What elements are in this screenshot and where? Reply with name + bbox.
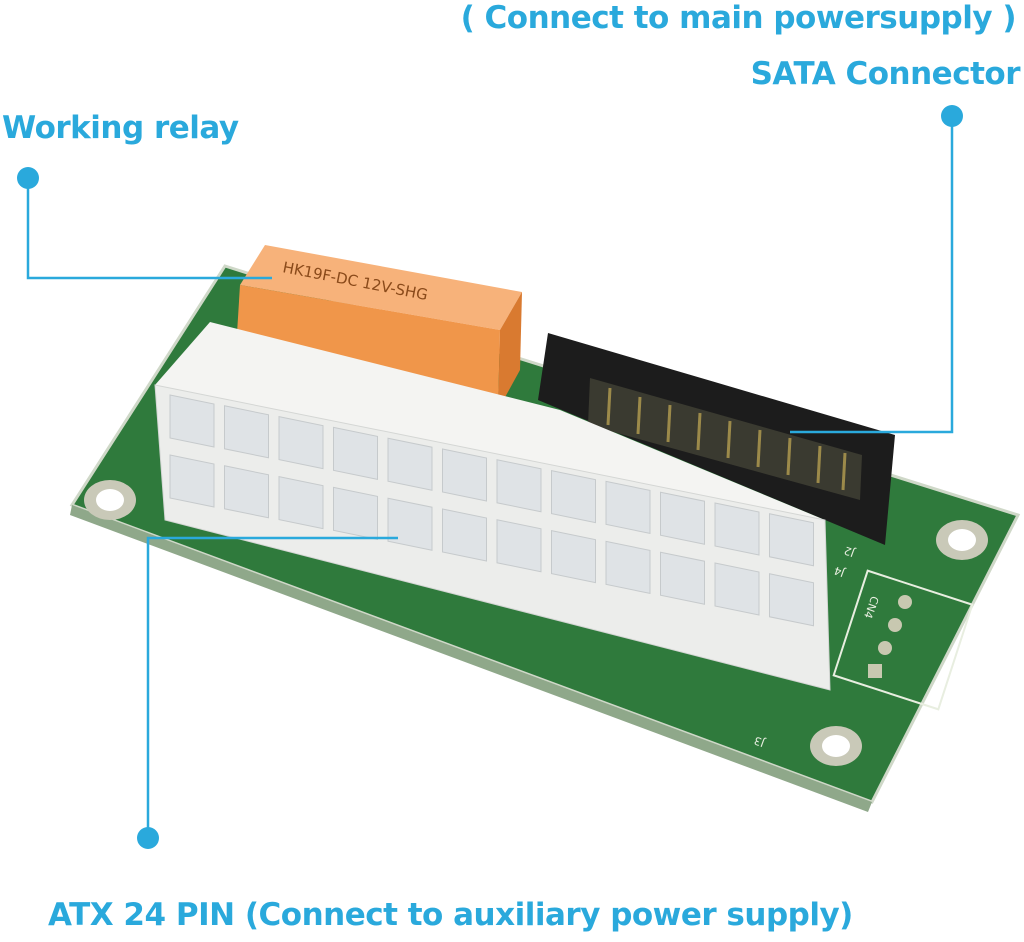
pin-cell [442, 508, 487, 562]
pin-cell [333, 486, 378, 541]
pin-cell [224, 405, 269, 459]
atx-24-pin-label: ATX 24 PIN (Connect to auxiliary power s… [48, 897, 853, 933]
pin-cell [278, 415, 324, 470]
sata-note-label: ( Connect to main powersupply ) [460, 0, 1017, 36]
pin-cell [551, 469, 596, 524]
callout-lines [26, 116, 954, 838]
pin-cell [169, 454, 215, 508]
sata-connector-label: SATA Connector [750, 56, 1021, 92]
pin-cell [605, 540, 651, 595]
relay-callout-dot [17, 167, 39, 189]
pcb-label-j3: J3 [752, 734, 767, 750]
pin-cell [442, 448, 487, 502]
sata-connector [538, 333, 895, 545]
pin-cell [496, 519, 542, 573]
pin-cell [169, 394, 215, 448]
pin-cell [278, 475, 324, 530]
pcb-label-j4: J4 [832, 564, 847, 580]
pin-cell [387, 437, 433, 491]
pin-cell [333, 426, 378, 481]
pin-cell [387, 497, 433, 551]
pcb-edge [70, 505, 872, 812]
pin-cell [660, 551, 705, 605]
pin-cell [660, 491, 705, 545]
pin-cell [605, 480, 651, 535]
pin-cell [714, 562, 760, 616]
mounting-holes [84, 480, 988, 766]
pin-cell [551, 529, 596, 584]
pin-cell [769, 513, 814, 567]
pin-cell [496, 459, 542, 513]
working-relay-label: Working relay [2, 110, 239, 146]
atx-callout-dot [137, 827, 159, 849]
cn4-pads [832, 569, 974, 711]
pin-cell [714, 502, 760, 556]
sata-callout-dot [941, 105, 963, 127]
atx-24-pin-connector [154, 322, 831, 691]
pin-cell [769, 573, 814, 627]
pin-cell [224, 465, 269, 519]
pcb-label-j2: J2 [842, 544, 857, 560]
